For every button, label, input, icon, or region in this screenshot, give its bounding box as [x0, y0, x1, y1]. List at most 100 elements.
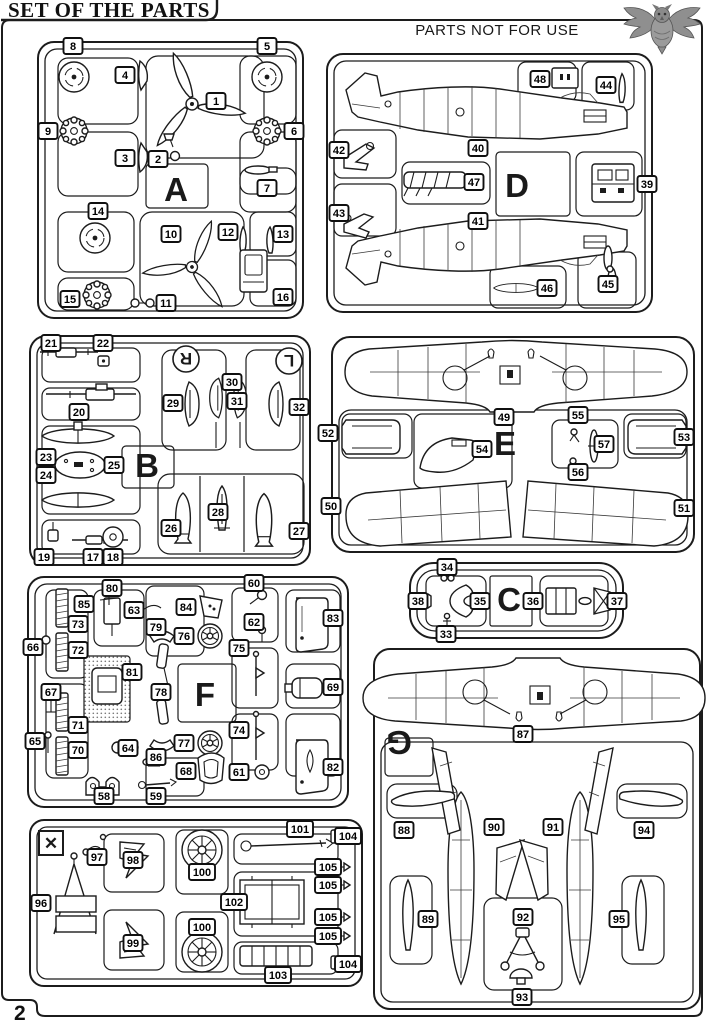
- part-badge-F-83: 83: [322, 609, 344, 627]
- part-badge-F-86: 86: [145, 748, 167, 766]
- svg-text:90: 90: [488, 822, 500, 834]
- svg-text:35: 35: [474, 596, 486, 608]
- part-badge-F-68: 68: [175, 762, 197, 780]
- part-badge-F-66: 66: [22, 638, 44, 656]
- part-badge-B-17: 17: [82, 548, 104, 566]
- part-badge-F-69: 69: [322, 678, 344, 696]
- svg-text:43: 43: [333, 208, 345, 220]
- svg-text:10: 10: [165, 229, 177, 241]
- part-badge-E-55: 55: [567, 406, 589, 424]
- blade-part: [138, 141, 149, 174]
- svg-text:84: 84: [180, 602, 193, 614]
- part-badge-B-26: 26: [160, 519, 182, 537]
- tow-bar-part: [240, 838, 334, 852]
- lower-wing-part: [345, 480, 512, 547]
- svg-text:23: 23: [40, 452, 52, 464]
- part-badge-A-7: 7: [256, 179, 278, 197]
- part-badge-D-46: 46: [536, 279, 558, 297]
- part-badge-X-105: 105: [314, 908, 342, 926]
- svg-text:80: 80: [106, 583, 118, 595]
- part-badge-F-60: 60: [243, 574, 265, 592]
- svg-text:31: 31: [231, 396, 243, 408]
- part-badge-F-76: 76: [173, 627, 195, 645]
- sprue-letter-E: E: [494, 425, 516, 462]
- svg-text:85: 85: [78, 599, 90, 611]
- funnel-part: [199, 595, 223, 619]
- part-badge-G-93: 93: [511, 988, 533, 1006]
- marker-L: L: [275, 347, 303, 375]
- svg-text:97: 97: [91, 852, 103, 864]
- sprue-x: [29, 819, 363, 987]
- svg-text:91: 91: [547, 822, 559, 834]
- svg-text:83: 83: [327, 613, 339, 625]
- svg-text:99: 99: [127, 938, 139, 950]
- part-badge-F-62: 62: [243, 613, 265, 631]
- engine-block-part: [591, 163, 635, 203]
- part-badge-F-79: 79: [145, 618, 167, 636]
- part-badge-X-104: 104: [334, 827, 362, 845]
- part-badge-X-103: 103: [264, 966, 292, 984]
- part-badge-D-44: 44: [595, 76, 617, 94]
- marker-R: R: [172, 345, 200, 373]
- svg-text:5: 5: [264, 41, 270, 53]
- beaching-gear-part: [500, 927, 545, 971]
- svg-text:49: 49: [498, 412, 510, 424]
- svg-text:61: 61: [233, 767, 245, 779]
- svg-text:46: 46: [541, 283, 553, 295]
- svg-text:12: 12: [222, 227, 234, 239]
- svg-text:73: 73: [72, 619, 84, 631]
- part-badge-A-4: 4: [114, 66, 136, 84]
- svg-text:86: 86: [150, 752, 162, 764]
- svg-text:105: 105: [319, 912, 337, 924]
- svg-text:22: 22: [97, 338, 109, 350]
- part-badge-G-91: 91: [542, 818, 564, 836]
- svg-text:100: 100: [193, 867, 211, 879]
- sprue-letter-B: B: [135, 447, 159, 484]
- upper-wing-part: [344, 339, 688, 413]
- part-badge-C-36: 36: [522, 592, 544, 610]
- svg-text:62: 62: [248, 617, 260, 629]
- svg-text:33: 33: [440, 629, 452, 641]
- part-badge-F-73: 73: [67, 615, 89, 633]
- part-badge-F-64: 64: [117, 739, 139, 757]
- svg-text:6: 6: [291, 126, 297, 138]
- part-badge-F-61: 61: [228, 763, 250, 781]
- part-badge-G-92: 92: [512, 908, 534, 926]
- svg-text:13: 13: [277, 229, 289, 241]
- part-badge-G-94: 94: [633, 821, 655, 839]
- svg-text:102: 102: [225, 897, 243, 909]
- fairing-part: [390, 790, 456, 807]
- small-part: [163, 133, 181, 162]
- sprue-d: [326, 53, 653, 313]
- svg-text:36: 36: [527, 596, 539, 608]
- fin-part: [495, 838, 526, 902]
- svg-text:40: 40: [472, 143, 484, 155]
- svg-text:78: 78: [155, 687, 167, 699]
- svg-text:54: 54: [476, 444, 489, 456]
- svg-text:64: 64: [122, 743, 135, 755]
- svg-text:48: 48: [534, 74, 546, 86]
- part-badge-A-1: 1: [205, 92, 227, 110]
- svg-text:103: 103: [269, 970, 287, 982]
- float-part: [566, 791, 594, 986]
- svg-text:74: 74: [233, 725, 246, 737]
- part-badge-D-48: 48: [529, 70, 551, 88]
- radiator-part: [627, 419, 687, 455]
- svg-text:67: 67: [45, 687, 57, 699]
- svg-text:28: 28: [212, 507, 224, 519]
- part-badge-B-23: 23: [35, 448, 57, 466]
- ring-part: [254, 764, 270, 780]
- part-badge-F-77: 77: [173, 734, 195, 752]
- svg-text:104: 104: [339, 959, 358, 971]
- svg-text:15: 15: [64, 294, 76, 306]
- svg-text:38: 38: [412, 596, 424, 608]
- owl-logo: [623, 4, 701, 55]
- part-badge-A-14: 14: [87, 202, 109, 220]
- part-badge-E-50: 50: [320, 497, 342, 515]
- part-badge-X-105: 105: [314, 858, 342, 876]
- svg-text:3: 3: [122, 153, 128, 165]
- part-badge-B-31: 31: [226, 392, 248, 410]
- svg-text:60: 60: [248, 578, 260, 590]
- svg-text:16: 16: [277, 292, 289, 304]
